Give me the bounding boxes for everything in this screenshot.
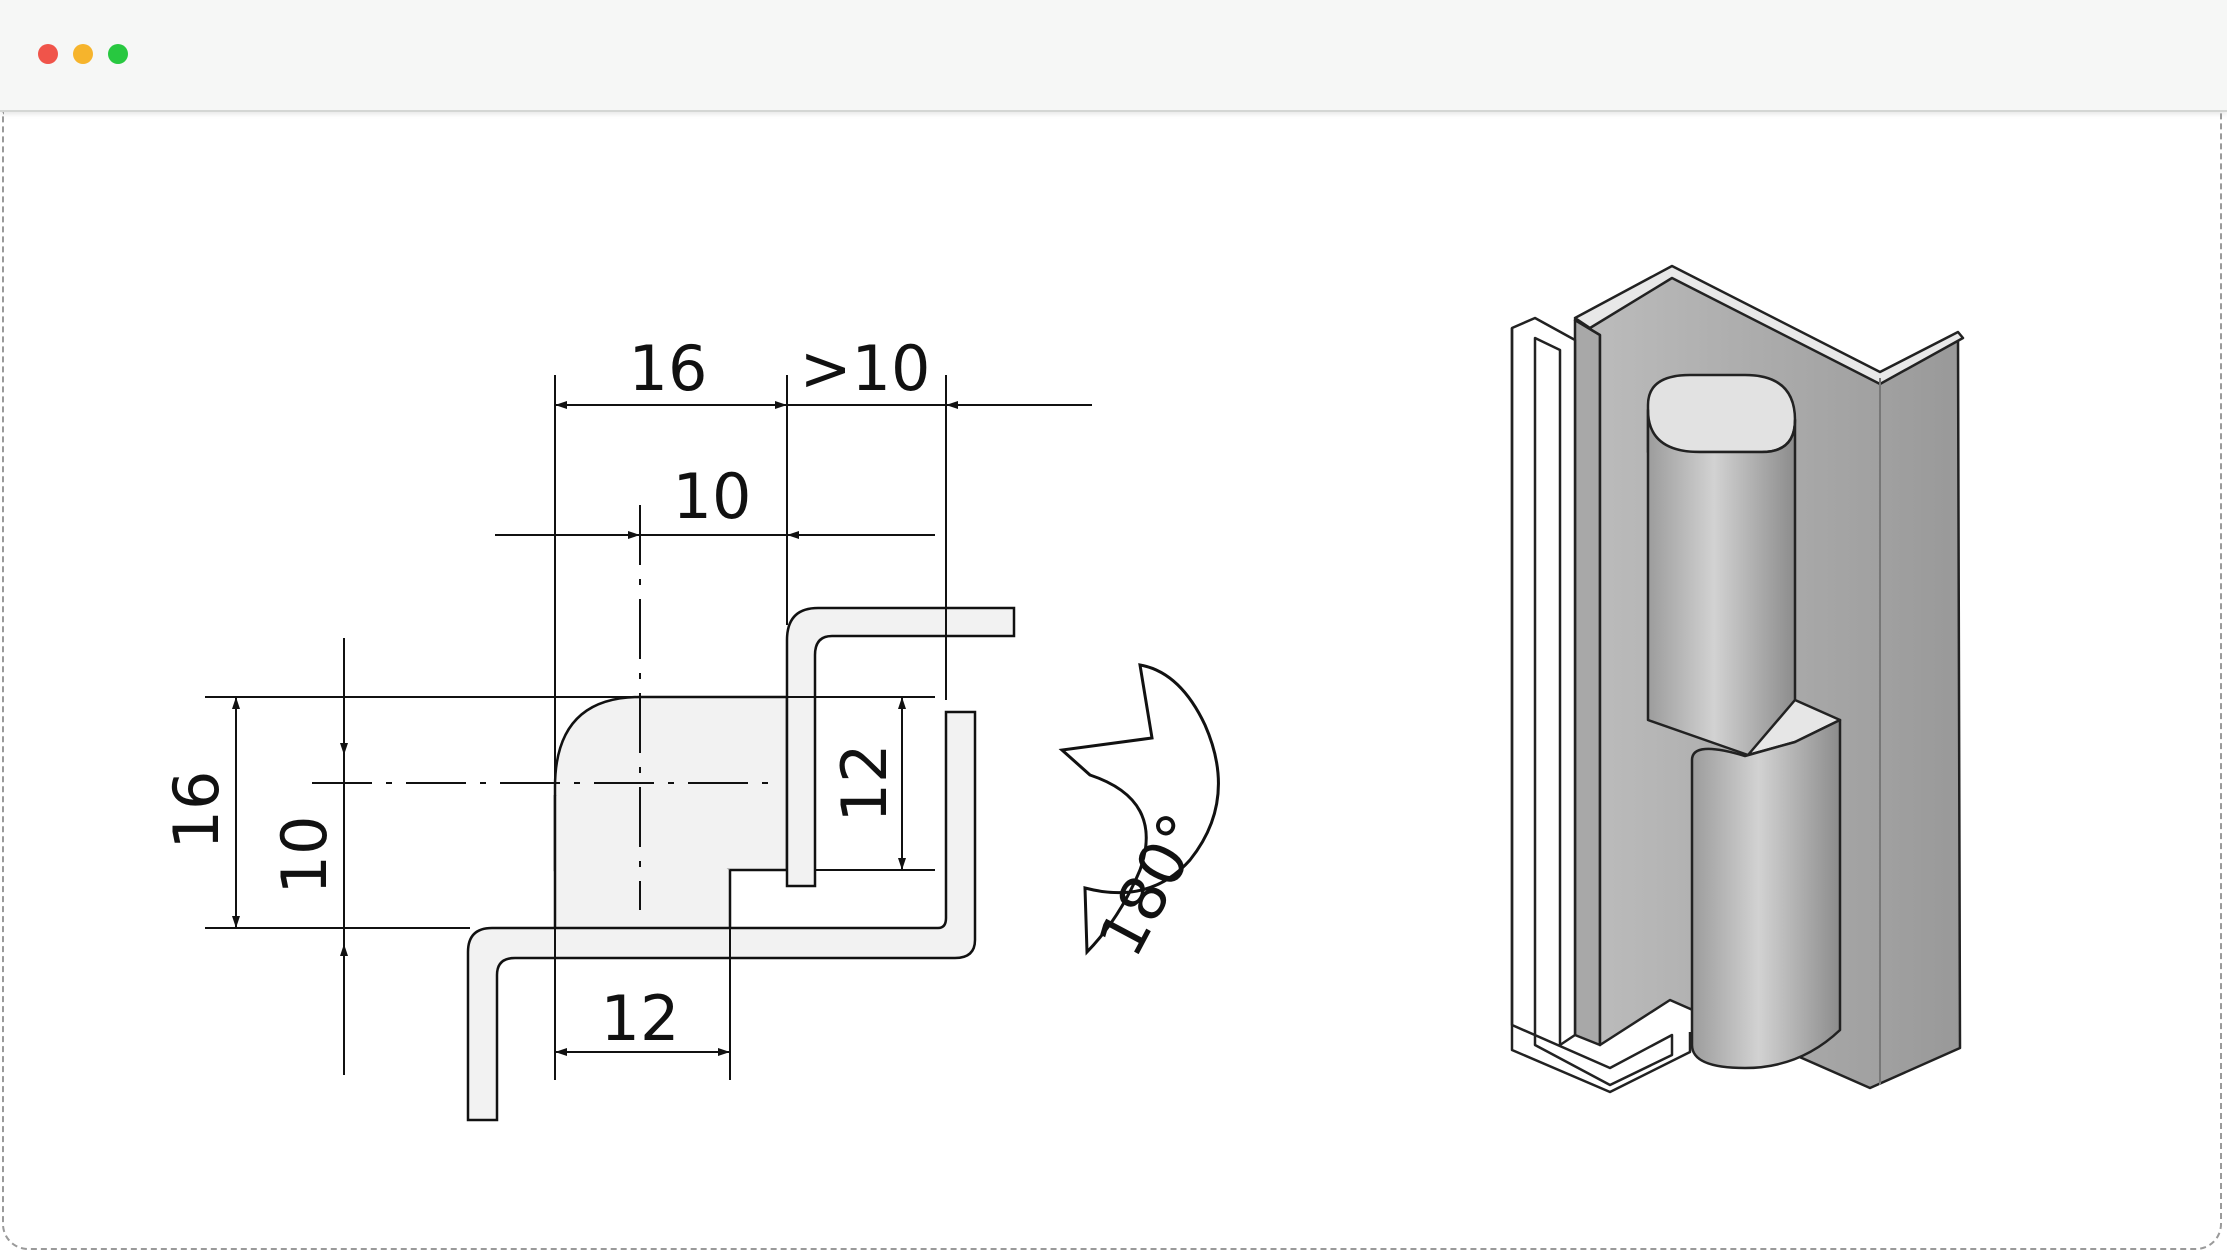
dimension-left-height: 16 <box>160 771 233 850</box>
close-button[interactable] <box>38 44 58 64</box>
hinge-3d-view <box>1510 264 1965 1094</box>
lower-knuckle <box>1690 718 1842 1070</box>
upper-knuckle <box>1646 408 1797 757</box>
minimize-button[interactable] <box>73 44 93 64</box>
rotation-label: 180° <box>1084 802 1219 968</box>
lower-leaf <box>466 710 977 1122</box>
upper-leaf <box>785 606 1016 888</box>
rotation-arrow-icon <box>1058 663 1220 956</box>
dimension-bottom-width: 12 <box>601 982 680 1055</box>
title-bar <box>0 0 2227 112</box>
dimension-top-clearance: >10 <box>800 332 931 405</box>
front-leaf <box>1510 316 1674 1087</box>
dimension-top-width: 16 <box>629 332 708 405</box>
rear-profile <box>1573 318 1602 1047</box>
top-flange <box>1573 264 1965 386</box>
upper-knuckle-top <box>1646 373 1797 454</box>
dimension-center-width: 10 <box>673 460 752 533</box>
maximize-button[interactable] <box>108 44 128 64</box>
knuckle-lower-block <box>555 795 730 928</box>
section-view <box>205 375 1220 1122</box>
drawing-canvas <box>2 112 2222 1250</box>
dimension-left-inner-height: 10 <box>268 816 341 895</box>
dimension-right-height: 12 <box>828 744 901 823</box>
